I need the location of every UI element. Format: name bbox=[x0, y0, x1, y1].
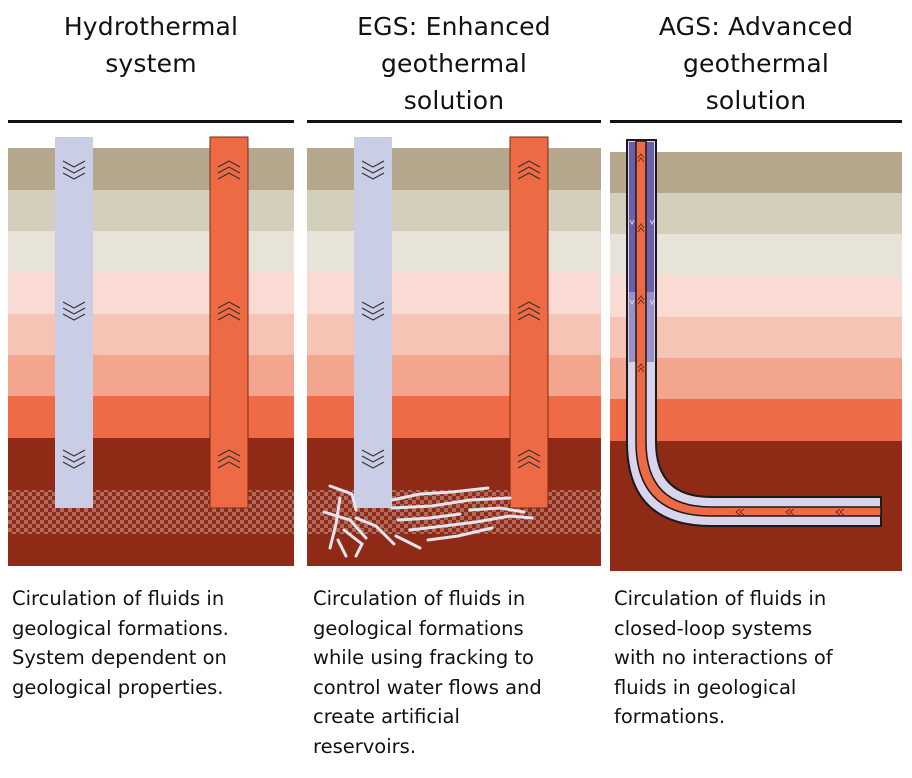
up-flow-arrows bbox=[517, 160, 541, 469]
reservoir-zone bbox=[307, 490, 601, 534]
fracture-network bbox=[322, 484, 534, 558]
production-well bbox=[509, 136, 549, 509]
loop-return-arrows bbox=[629, 219, 825, 525]
rock-layers-hydrothermal bbox=[8, 148, 294, 566]
down-flow-arrows bbox=[361, 160, 385, 469]
description-hydrothermal: Circulation of fluids in geological form… bbox=[12, 587, 229, 699]
up-flow-arrows bbox=[217, 160, 241, 469]
title-divider bbox=[307, 120, 601, 123]
title-divider bbox=[610, 120, 902, 123]
description-egs: Circulation of fluids in geological form… bbox=[313, 587, 542, 758]
reservoir-zone bbox=[8, 490, 294, 534]
description-ags: Circulation of fluids in closed-loop sys… bbox=[614, 587, 833, 728]
loop-flow-arrows bbox=[637, 153, 845, 516]
column-title: EGS: Enhanced geothermal solution bbox=[357, 12, 551, 115]
column-title: Hydrothermal system bbox=[63, 12, 239, 78]
title-divider bbox=[8, 120, 294, 123]
rock-layers-ags bbox=[610, 152, 902, 571]
down-flow-arrows bbox=[62, 160, 86, 469]
closed-loop-pipe bbox=[626, 139, 882, 527]
injection-well bbox=[354, 137, 392, 508]
injection-well bbox=[55, 137, 93, 508]
column-title: AGS: Advanced geothermal solution bbox=[658, 12, 854, 115]
production-well bbox=[209, 136, 249, 509]
